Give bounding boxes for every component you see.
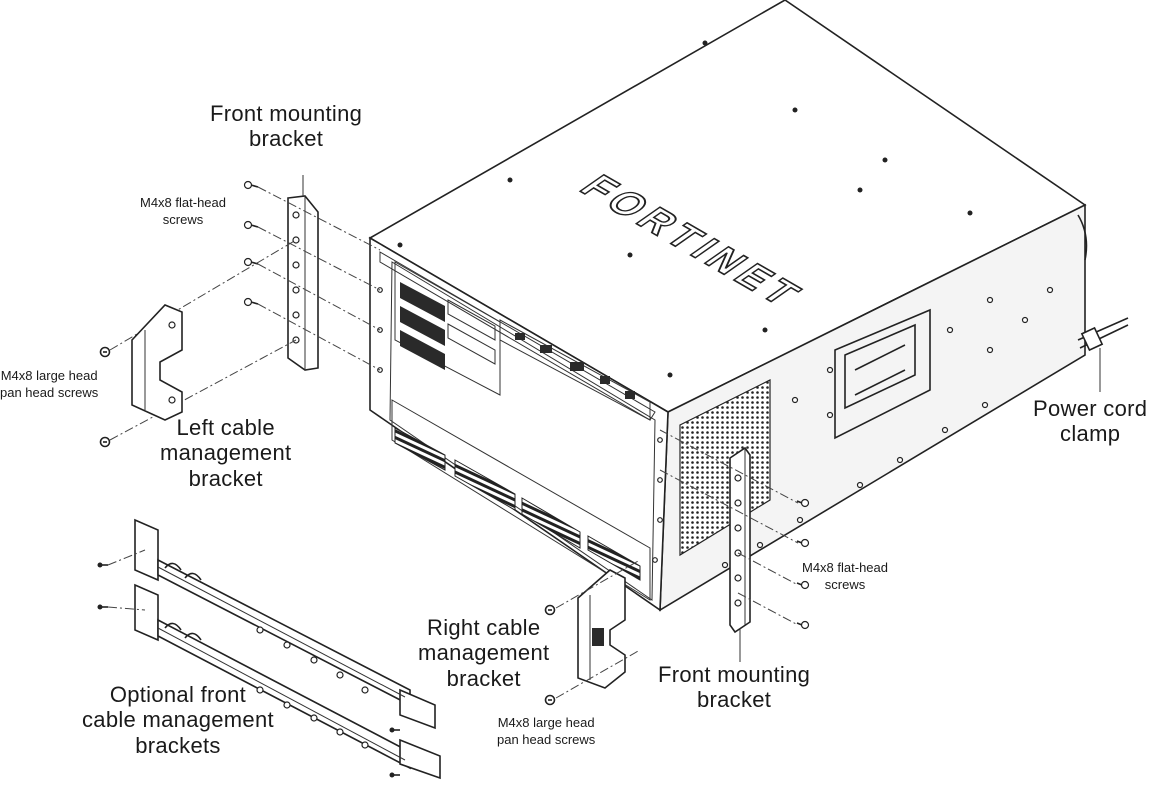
label-flat-head-left-text: M4x8 flat-head screws [140, 195, 226, 227]
label-power-cord-clamp: Power cord clamp [1033, 396, 1147, 447]
right-cable-bracket-part [577, 569, 626, 689]
label-flat-head-right-text: M4x8 flat-head screws [802, 560, 888, 592]
rail-fingers [164, 562, 202, 641]
pan-head-screws-right [544, 559, 641, 706]
label-power-cord-clamp-text: Power cord clamp [1033, 396, 1148, 447]
rail-screws [256, 626, 369, 749]
chassis: FORTINET [368, 0, 1088, 612]
power-cord-clamp-part [1077, 317, 1129, 392]
label-flat-head-left: M4x8 flat-head screws [140, 195, 226, 229]
label-flat-head-right: M4x8 flat-head screws [802, 560, 888, 594]
flat-head-screws-left [243, 180, 259, 307]
label-optional-front-text: Optional front cable management brackets [82, 682, 274, 758]
optional-front-brackets-part [97, 518, 441, 780]
optional-small-screws [97, 562, 400, 778]
label-front-bracket-bottom-text: Front mounting bracket [658, 662, 811, 713]
front-ports [515, 333, 635, 399]
front-mounting-bracket-right-part [729, 446, 751, 662]
label-pan-head-left-text: M4x8 large head pan head screws [0, 368, 99, 400]
flat-head-screws-right [796, 498, 810, 630]
label-front-bracket-bottom: Front mounting bracket [658, 662, 810, 713]
label-right-cable-bracket: Right cable management bracket [418, 615, 549, 691]
label-optional-front: Optional front cable management brackets [82, 682, 274, 758]
label-left-cable-bracket: Left cable management bracket [160, 415, 291, 491]
front-vents [394, 427, 641, 581]
label-left-cable-bracket-text: Left cable management bracket [160, 415, 292, 491]
card-cage [394, 261, 501, 396]
pan-head-screws-left [99, 346, 111, 448]
label-pan-head-right-text: M4x8 large head pan head screws [497, 715, 596, 747]
guide-lines-right [659, 429, 799, 626]
label-right-cable-bracket-text: Right cable management bracket [418, 615, 550, 691]
label-front-bracket-top-text: Front mounting bracket [210, 101, 363, 152]
left-cable-bracket-part [131, 304, 183, 421]
guide-lines-left [109, 186, 381, 441]
side-handle [834, 308, 931, 440]
top-screws [397, 40, 973, 378]
front-mounting-bracket-left-part [287, 175, 319, 371]
label-pan-head-right: M4x8 large head pan head screws [497, 715, 595, 749]
label-front-bracket-top: Front mounting bracket [210, 101, 362, 152]
side-holes [721, 286, 1054, 569]
label-pan-head-left: M4x8 large head pan head screws [0, 368, 98, 402]
front-panel [499, 319, 651, 421]
card-slots [400, 282, 496, 370]
